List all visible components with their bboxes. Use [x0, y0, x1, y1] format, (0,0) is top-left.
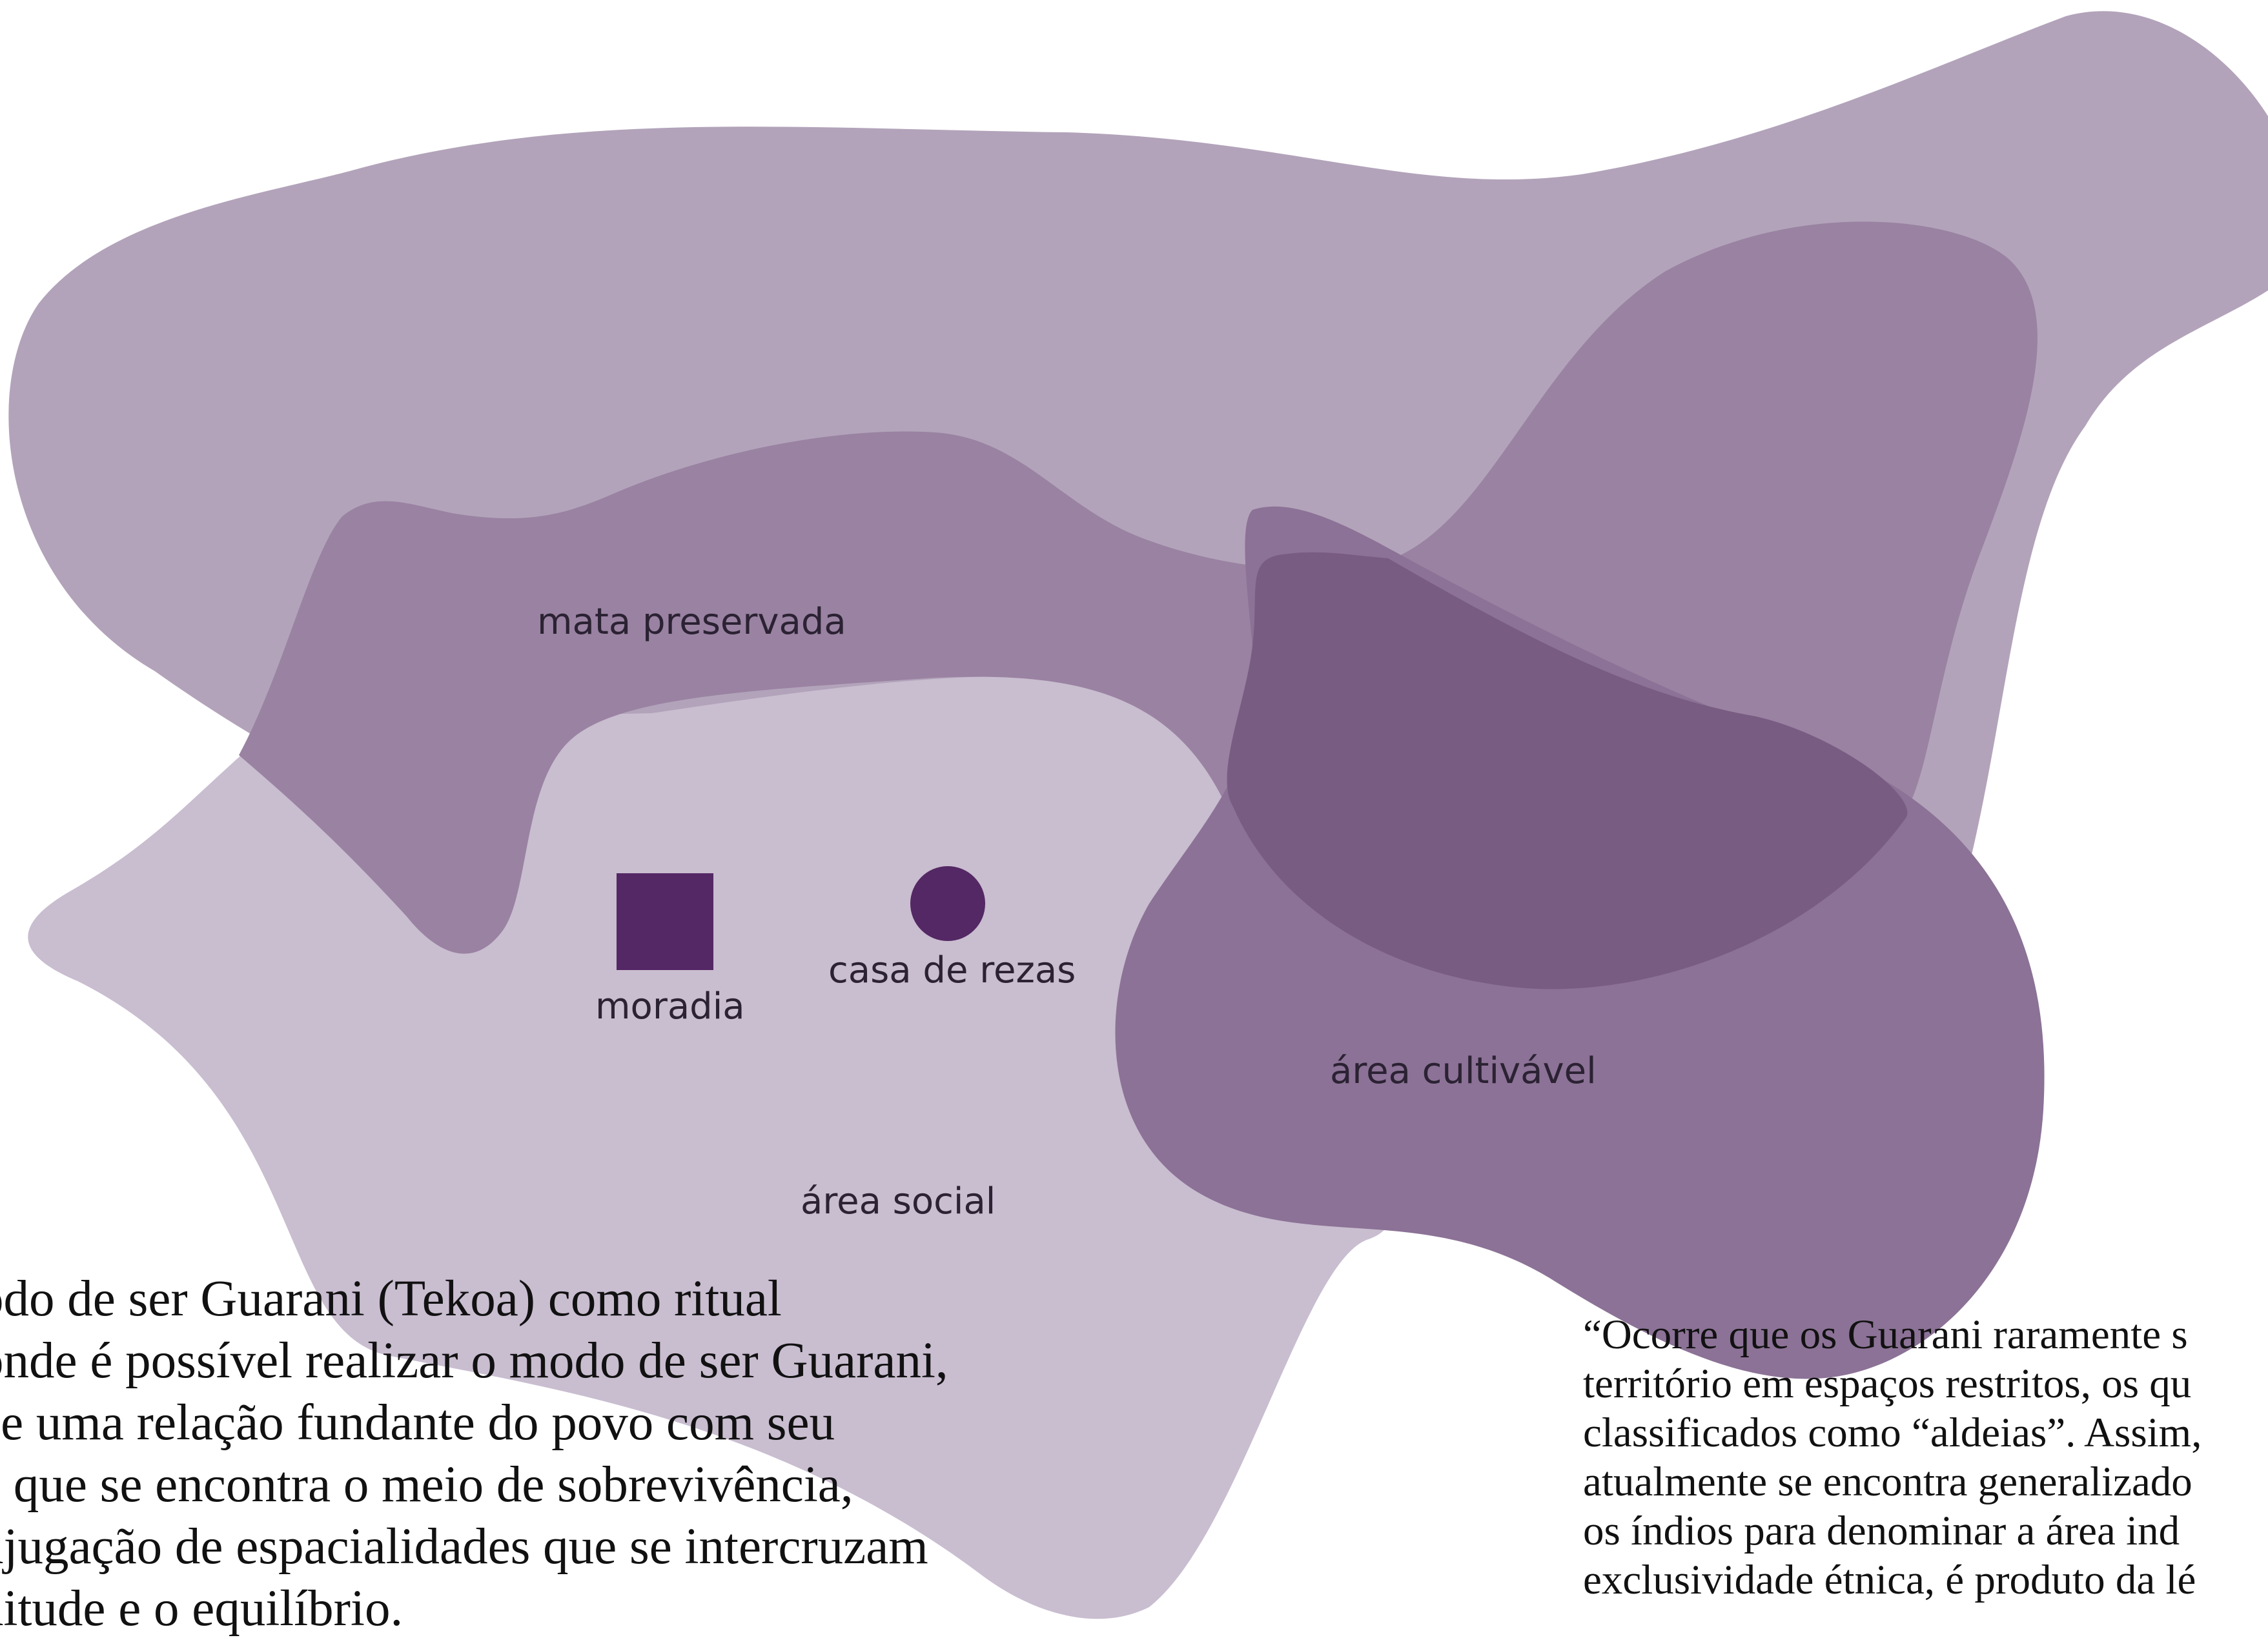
moradia-square-marker	[617, 873, 713, 970]
label-area-social: área social	[801, 1180, 996, 1222]
right-text-line: exclusividade étnica, é produto da lé	[1583, 1557, 2196, 1603]
overlap-zone	[1227, 552, 1908, 989]
label-mata-preservada: mata preservada	[537, 601, 846, 643]
casa-de-rezas-circle-marker	[910, 866, 985, 941]
right-text-line: os índios para denominar a área ind	[1583, 1508, 2180, 1554]
label-area-cultivavel: área cultivável	[1330, 1050, 1597, 1092]
left-text-line: ce uma relação fundante do povo com seu	[0, 1395, 835, 1451]
area-social-zone	[28, 676, 1391, 1619]
right-quote-block: “Ocorre que os Guarani raramente s terri…	[1583, 1310, 2202, 1605]
right-text-line: território em espaços restritos, os qu	[1583, 1361, 2192, 1407]
right-text-line: atualmente se encontra generalizado	[1583, 1459, 2192, 1505]
label-casa-de-rezas: casa de rezas	[828, 949, 1076, 991]
left-text-line: odo de ser Guarani (Tekoa) como ritual	[0, 1271, 782, 1327]
left-text-block: odo de ser Guarani (Tekoa) como ritual o…	[0, 1268, 948, 1640]
left-text-line: onde é possível realizar o modo de ser G…	[0, 1333, 948, 1389]
left-text-line: nitude e o equilíbrio.	[0, 1581, 404, 1637]
label-moradia: moradia	[595, 986, 745, 1028]
right-text-line: classificados como “aldeias”. Assim,	[1583, 1410, 2202, 1456]
right-text-line: “Ocorre que os Guarani raramente s	[1583, 1311, 2188, 1358]
left-text-line: a que se encontra o meio de sobrevivênci…	[0, 1457, 853, 1513]
left-text-line: njugação de espacialidades que se interc…	[0, 1519, 928, 1575]
